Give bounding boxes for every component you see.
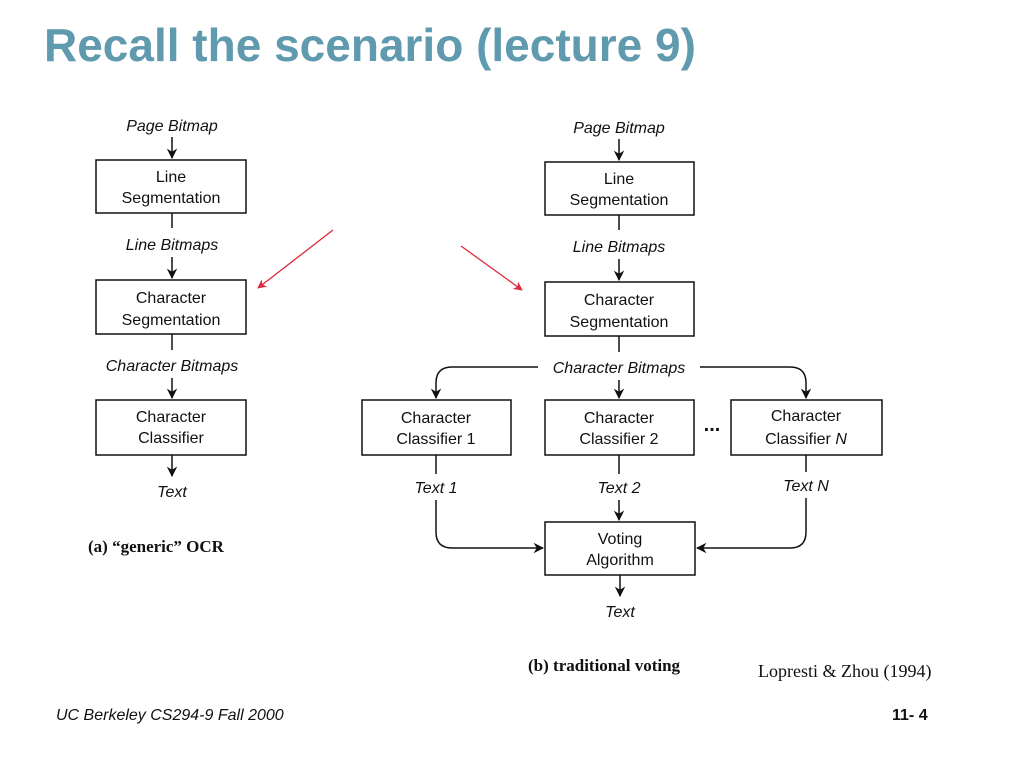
a-caption: (a) “generic” OCR <box>88 537 225 556</box>
b-textN-word: Text <box>783 478 817 495</box>
b-textN-var: N <box>817 478 829 495</box>
b-textN-label: Text N <box>783 478 829 495</box>
b-classifier2-text-1: Character <box>584 410 655 427</box>
b-ellipsis: ... <box>704 414 721 436</box>
b-text-label: Text <box>605 604 635 621</box>
b-edge-textN-to-voting <box>695 498 807 554</box>
b-classifier1-text-1: Character <box>401 410 472 427</box>
a-line-seg-text-2: Segmentation <box>122 190 221 207</box>
b-voting-text-1: Voting <box>598 531 642 548</box>
b-page-bitmap-label: Page Bitmap <box>573 120 665 137</box>
a-text-label: Text <box>157 484 187 501</box>
b-classifierN-text-1: Character <box>771 408 842 425</box>
a-page-bitmap-label: Page Bitmap <box>126 118 218 135</box>
b-line-seg-text-2: Segmentation <box>570 192 669 209</box>
callout-arrow-right <box>460 245 523 291</box>
footer-course: UC Berkeley CS294-9 Fall 2000 <box>56 707 284 724</box>
a-line-bitmaps-label: Line Bitmaps <box>126 237 219 254</box>
b-text2-label: Text 2 <box>598 480 641 497</box>
diagram-a-generic-ocr: Page Bitmap Line Segmentation Line Bitma… <box>88 118 247 556</box>
a-char-seg-text-1: Character <box>136 290 207 307</box>
b-line-bitmaps-label: Line Bitmaps <box>573 239 666 256</box>
b-voting-algorithm-box: Voting Algorithm <box>544 521 696 576</box>
b-classifierN-text-2: Classifier N <box>765 431 847 448</box>
b-caption: (b) traditional voting <box>528 656 681 675</box>
b-classifierN-var: N <box>835 431 847 448</box>
b-edge-text1-to-voting <box>435 500 545 554</box>
b-character-classifier-2-box: Character Classifier 2 <box>544 399 695 456</box>
citation: Lopresti & Zhou (1994) <box>758 661 931 682</box>
a-character-bitmaps-label: Character Bitmaps <box>106 358 239 375</box>
diagram-b-traditional-voting: Page Bitmap Line Segmentation Line Bitma… <box>361 120 883 675</box>
a-classifier-text-2: Classifier <box>138 430 204 447</box>
a-character-segmentation-box: Character Segmentation <box>95 279 247 335</box>
b-classifierN-text-2a: Classifier <box>765 431 835 448</box>
a-line-seg-text-1: Line <box>156 169 186 186</box>
a-line-segmentation-box: Line Segmentation <box>95 159 247 214</box>
b-character-segmentation-box: Character Segmentation <box>544 281 695 337</box>
a-char-seg-text-2: Segmentation <box>122 312 221 329</box>
b-char-seg-text-2: Segmentation <box>570 314 669 331</box>
b-character-classifier-n-box: Character Classifier N <box>730 399 883 456</box>
b-line-seg-text-1: Line <box>604 171 634 188</box>
b-classifier1-text-2: Classifier 1 <box>396 431 475 448</box>
b-character-classifier-1-box: Character Classifier 1 <box>361 399 512 456</box>
b-line-segmentation-box: Line Segmentation <box>544 161 695 216</box>
b-voting-text-2: Algorithm <box>586 552 654 569</box>
b-edge-fan-to-classifier1 <box>430 366 538 400</box>
b-char-seg-text-1: Character <box>584 292 655 309</box>
b-edge-fan-to-classifierN <box>700 366 812 400</box>
footer-slide-number: 11- 4 <box>892 707 928 724</box>
a-classifier-text-1: Character <box>136 409 207 426</box>
b-classifier2-text-2: Classifier 2 <box>579 431 658 448</box>
slide-title: Recall the scenario (lecture 9) <box>44 19 696 71</box>
a-character-classifier-box: Character Classifier <box>95 399 247 456</box>
b-character-bitmaps-label: Character Bitmaps <box>553 360 686 377</box>
b-text1-label: Text 1 <box>415 480 458 497</box>
callout-arrow-left <box>257 229 334 289</box>
